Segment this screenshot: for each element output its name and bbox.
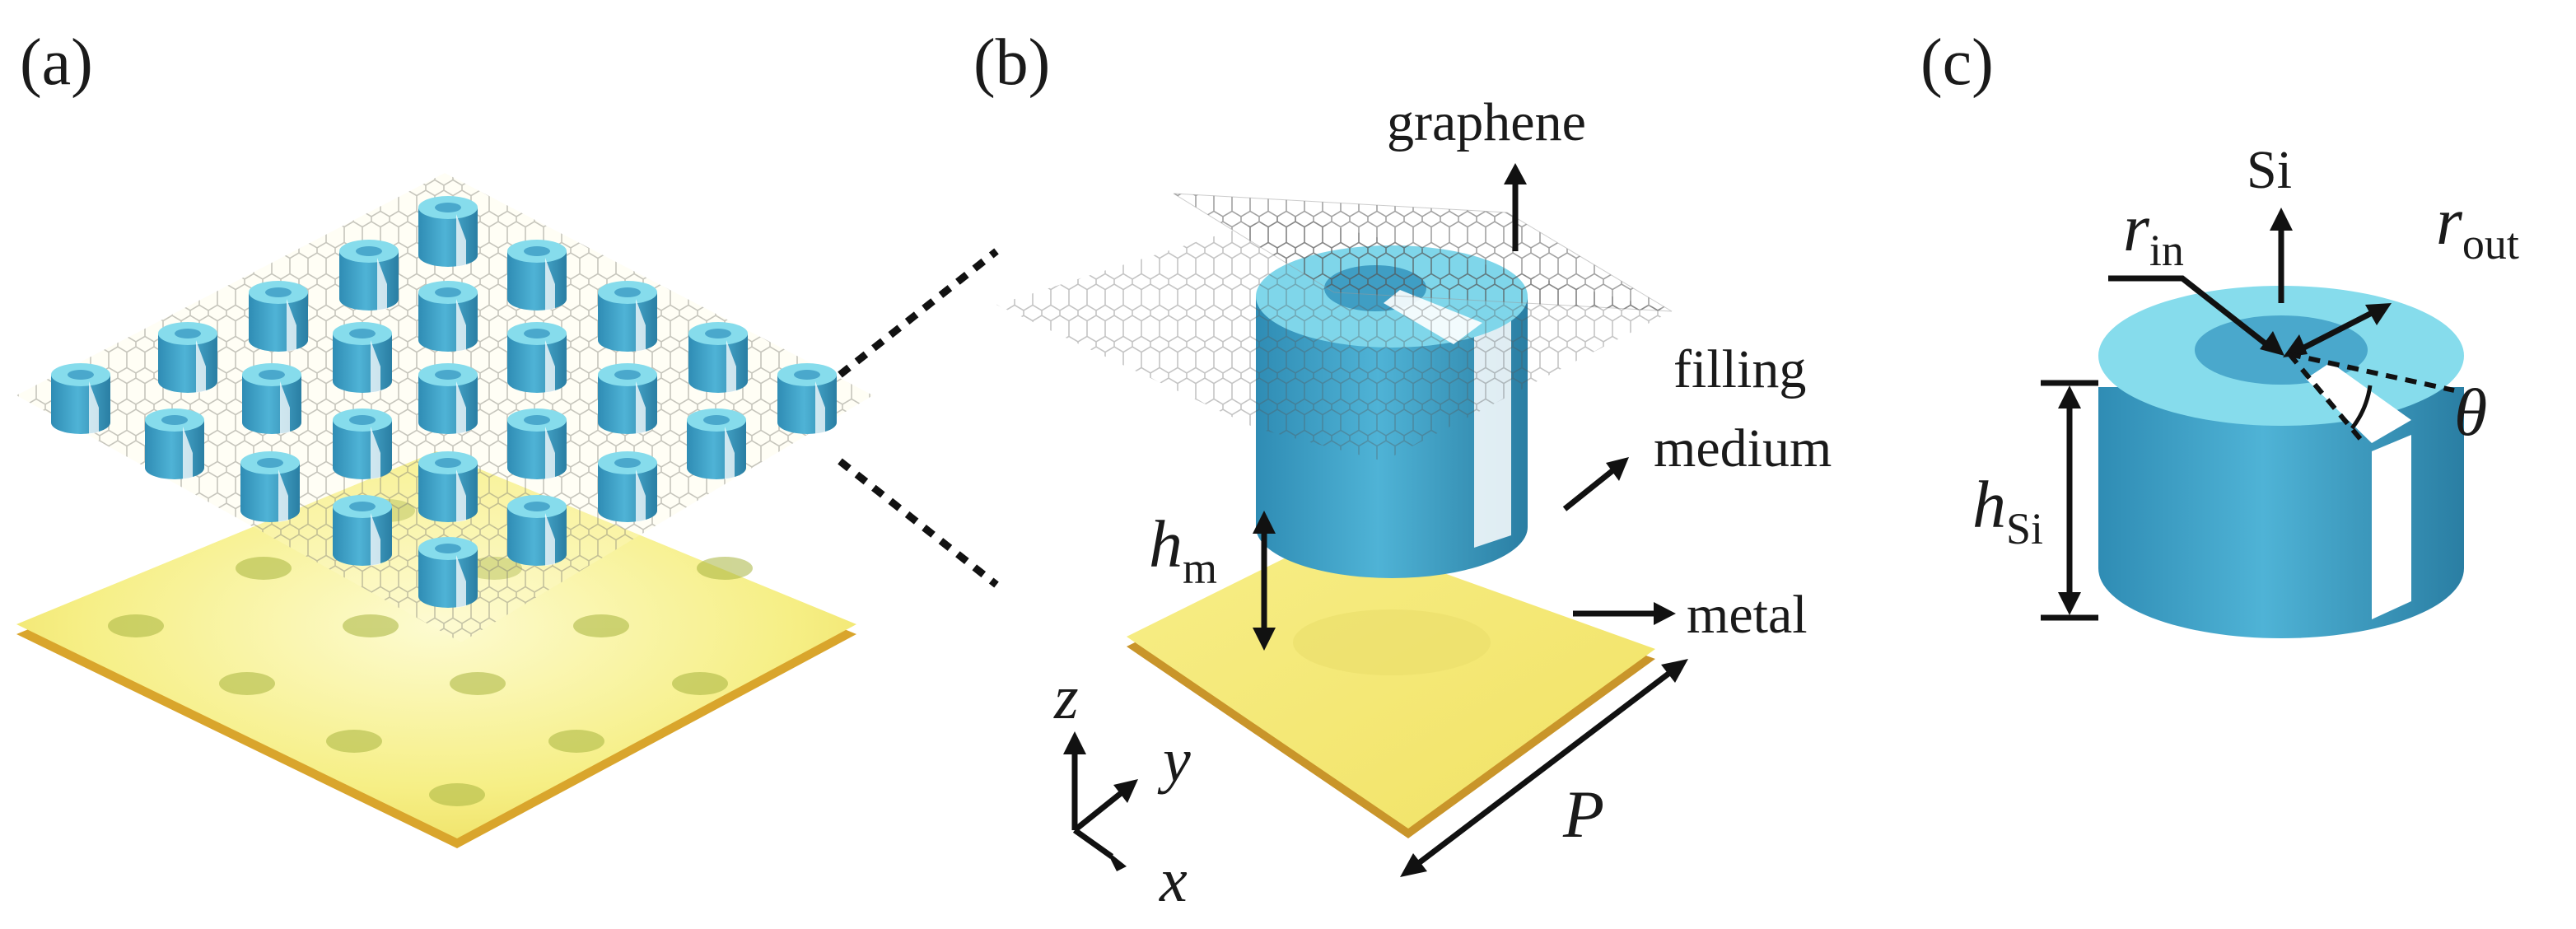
panel-a-label: (a): [20, 26, 93, 99]
filling-label-line2: medium: [1654, 418, 1832, 479]
gold-substrate: [16, 451, 856, 848]
rin-label: rin: [2123, 190, 2184, 275]
theta-line-1: [2289, 352, 2455, 393]
metal-label: metal: [1687, 585, 1808, 645]
zoom-line-top: [838, 248, 999, 378]
filling-label-line1: filling: [1673, 339, 1806, 399]
hsi-label: hSi: [1972, 467, 2043, 553]
metal-substrate: [1127, 534, 1655, 838]
graphene-label: graphene: [1387, 92, 1586, 152]
si-label: Si: [2247, 140, 2292, 200]
filling-arrow: [1562, 467, 1617, 511]
period-arrow: [1414, 669, 1674, 867]
panel-a: (a): [16, 26, 999, 848]
period-label: P: [1562, 777, 1604, 852]
si-ring-cylinder: [2098, 286, 2464, 638]
panel-b-label: (b): [973, 26, 1050, 99]
panel-b: (b) graphene filling medium: [973, 26, 1832, 915]
rout-arrow: [2296, 310, 2373, 354]
axis-y-label: y: [1157, 726, 1191, 795]
panel-c-label: (c): [1920, 26, 1994, 99]
axis-z-label: z: [1053, 663, 1079, 732]
rout-label: rout: [2436, 184, 2519, 268]
rin-pointer: [2108, 275, 2269, 347]
axes-triad: [1063, 731, 1138, 871]
zoom-line-bottom: [838, 458, 999, 588]
hm-label: hm: [1149, 507, 1217, 593]
theta-arc: [2350, 385, 2373, 430]
panel-c: (c) Si rin rout θ: [1920, 26, 2519, 638]
theta-label: θ: [2454, 375, 2487, 450]
axis-x-label: x: [1159, 846, 1188, 915]
